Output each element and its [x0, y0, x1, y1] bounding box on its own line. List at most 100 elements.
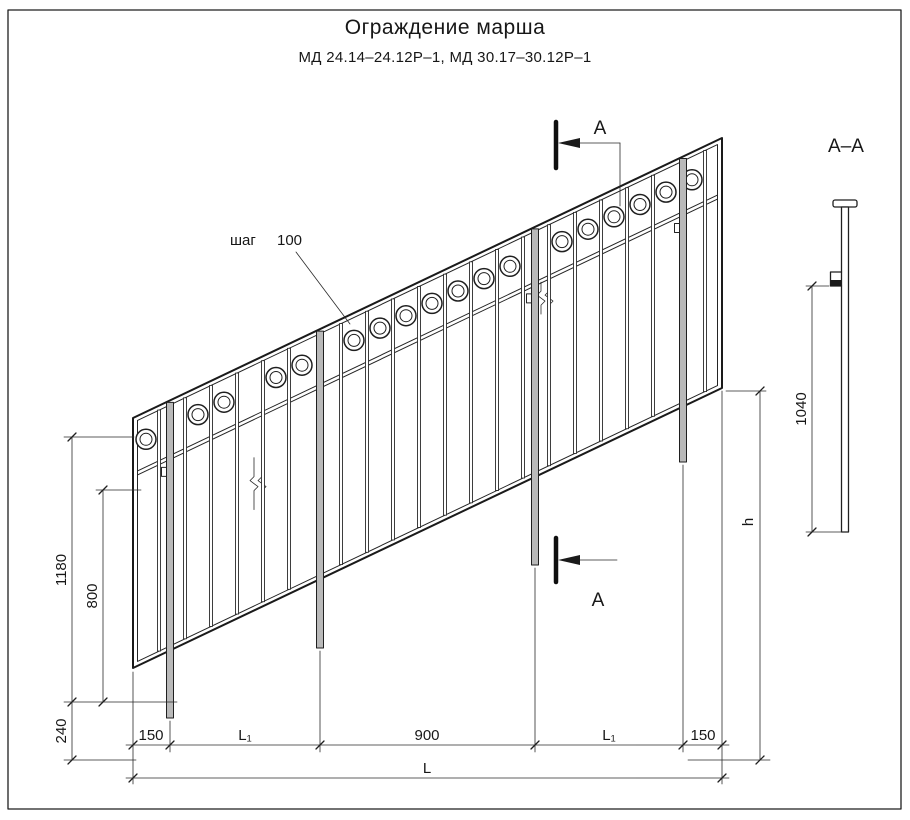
- dim-tick: [67, 755, 77, 765]
- ring-inner: [347, 333, 361, 347]
- balusters-group: [157, 150, 707, 652]
- ring-inner: [295, 358, 309, 372]
- ring-inner: [555, 235, 569, 249]
- dim-tick: [755, 755, 765, 765]
- dim-tick: [717, 740, 727, 750]
- baluster: [625, 187, 629, 430]
- baluster: [417, 286, 421, 528]
- section-marks-group: [553, 119, 621, 585]
- ring-outer: [369, 317, 391, 339]
- baluster: [547, 224, 551, 467]
- sheet-border: [7, 9, 902, 810]
- baluster: [339, 323, 343, 566]
- ring-outer: [343, 329, 365, 352]
- baluster: [157, 409, 161, 652]
- baluster: [573, 211, 577, 454]
- baluster: [599, 199, 603, 442]
- dim-tick: [165, 740, 175, 750]
- stair-post: [316, 330, 324, 649]
- ring-outer: [213, 391, 235, 413]
- baluster: [651, 174, 655, 417]
- dim-tick: [128, 773, 138, 783]
- baluster: [235, 372, 239, 615]
- baluster: [391, 298, 395, 541]
- posts-group: [161, 158, 687, 719]
- dim-l1-left: L₁: [238, 727, 251, 744]
- mid-rail-lower: [137, 198, 718, 476]
- baluster: [469, 261, 473, 504]
- drawing-subtitle: МД 24.14–24.12Р–1, МД 30.17–30.12Р–1: [299, 49, 592, 66]
- ring-inner: [373, 321, 387, 335]
- dim-tick: [678, 740, 688, 750]
- ring-inner: [217, 395, 231, 409]
- section-view-group: [805, 199, 858, 537]
- baluster: [261, 360, 265, 603]
- handrail-profile: [832, 199, 858, 208]
- ring-outer: [187, 403, 209, 426]
- dim-tick: [128, 740, 138, 750]
- ring-inner: [425, 296, 439, 310]
- step-value: 100: [277, 232, 302, 249]
- ring-outer: [395, 304, 417, 327]
- ring-inner: [451, 284, 465, 298]
- section-arrow-top: [558, 138, 580, 148]
- bracket-foot: [830, 280, 842, 286]
- baluster: [443, 273, 447, 516]
- ring-inner: [191, 408, 205, 422]
- baluster: [209, 384, 213, 627]
- break-mark: [249, 457, 259, 511]
- ring-outer: [265, 366, 287, 389]
- dim-800: 800: [84, 583, 101, 608]
- baluster: [703, 150, 707, 393]
- baluster: [183, 397, 187, 640]
- dim-h: h: [740, 518, 757, 526]
- drawing-title: Ограждение марша: [345, 16, 546, 39]
- post-profile: [840, 206, 850, 533]
- leader-line: [295, 251, 351, 325]
- dim-1040: 1040: [793, 392, 810, 425]
- stair-post: [531, 228, 539, 566]
- ring-outer: [473, 267, 495, 290]
- section-letter-top: А: [594, 118, 607, 139]
- dim-L-total: L: [423, 760, 431, 777]
- dim-150-left: 150: [138, 727, 163, 744]
- section-arrow-bottom: [558, 555, 580, 565]
- stair-post: [679, 158, 687, 463]
- ring-outer: [551, 230, 573, 253]
- ring-outer: [135, 428, 157, 451]
- ring-outer: [629, 193, 651, 216]
- stair-post: [166, 401, 174, 719]
- step-label: шаг: [230, 232, 256, 249]
- ring-inner: [607, 210, 621, 224]
- dim-l1-right: L₁: [602, 727, 615, 744]
- ring-inner: [399, 309, 413, 323]
- baluster: [365, 310, 369, 553]
- dim-150-right: 150: [690, 727, 715, 744]
- dim-tick: [530, 740, 540, 750]
- post-hook: [526, 293, 532, 304]
- ring-outer: [655, 181, 677, 203]
- dim-240: 240: [53, 718, 70, 743]
- dimensions-group: [63, 251, 771, 785]
- ring-inner: [477, 272, 491, 286]
- ring-outer: [577, 218, 599, 240]
- dim-tick: [807, 281, 817, 291]
- ring-inner: [269, 371, 283, 384]
- ring-outer: [603, 206, 625, 228]
- ring-outer: [447, 280, 469, 302]
- dim-900: 900: [414, 727, 439, 744]
- baluster: [287, 347, 291, 590]
- section-letter-bottom: А: [592, 590, 605, 611]
- dim-tick: [717, 773, 727, 783]
- post-hook: [674, 223, 680, 233]
- break-mark: [536, 281, 546, 315]
- dim-tick: [755, 386, 765, 396]
- dim-tick: [98, 485, 108, 495]
- railing-frame-outer: [132, 137, 723, 669]
- dim-1180: 1180: [53, 554, 70, 586]
- mid-rail-upper: [137, 194, 718, 472]
- dim-tick: [807, 527, 817, 537]
- ring-inner: [503, 259, 517, 273]
